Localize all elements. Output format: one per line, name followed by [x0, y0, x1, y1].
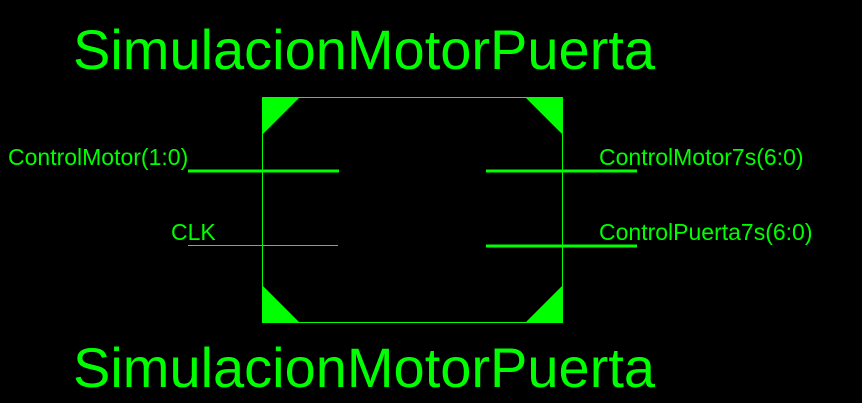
corner-marker-top-left [262, 97, 300, 135]
symbol-body [262, 97, 563, 323]
symbol-title-top: SimulacionMotorPuerta [73, 18, 656, 81]
corner-marker-bottom-left [262, 285, 300, 323]
symbol-title-bottom: SimulacionMotorPuerta [73, 336, 656, 399]
corner-marker-bottom-right [525, 285, 563, 323]
pin-label-clk: CLK [171, 219, 216, 245]
corner-marker-top-right [525, 97, 563, 135]
pin-label-controlmotor7s: ControlMotor7s(6:0) [599, 144, 804, 170]
pin-label-controlmotor-in: ControlMotor(1:0) [8, 144, 189, 170]
pin-label-controlpuerta7s: ControlPuerta7s(6:0) [599, 219, 813, 245]
